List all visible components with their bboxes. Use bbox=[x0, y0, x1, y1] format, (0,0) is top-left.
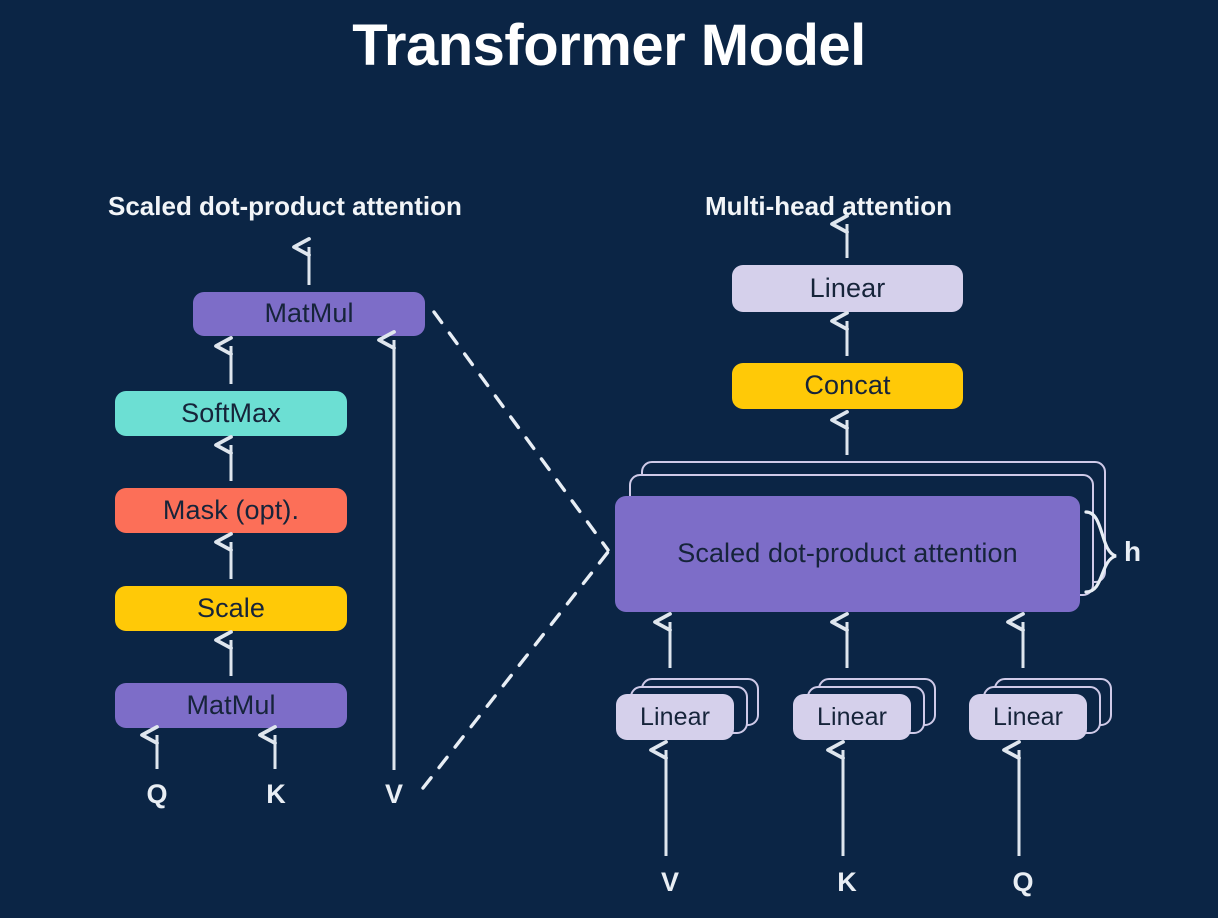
node-linear-q[interactable]: Linear bbox=[969, 694, 1087, 740]
input-label-v-left: V bbox=[384, 779, 403, 809]
node-matmul-top-left[interactable]: MatMul bbox=[193, 292, 425, 336]
node-matmul-bottom-left[interactable]: MatMul bbox=[115, 683, 347, 728]
heads-count-label: h bbox=[1124, 536, 1142, 567]
node-scaled-dot-product-attention[interactable]: Scaled dot-product attention bbox=[615, 496, 1080, 612]
input-label-q-left: Q bbox=[146, 779, 168, 809]
page-title: Transformer Model bbox=[352, 13, 866, 78]
input-label-v-right: V bbox=[660, 867, 679, 897]
dashed-connector-top bbox=[432, 310, 610, 552]
right-panel-caption: Multi-head attention bbox=[705, 191, 952, 221]
node-concat[interactable]: Concat bbox=[732, 363, 963, 409]
node-mask[interactable]: Mask (opt). bbox=[115, 488, 347, 533]
node-softmax[interactable]: SoftMax bbox=[115, 391, 347, 436]
left-panel-caption: Scaled dot-product attention bbox=[108, 191, 462, 221]
input-label-q-right: Q bbox=[1012, 867, 1034, 897]
input-label-k-right: K bbox=[837, 867, 857, 897]
node-linear-v[interactable]: Linear bbox=[616, 694, 734, 740]
node-linear-k[interactable]: Linear bbox=[793, 694, 911, 740]
dashed-connector-bottom bbox=[421, 550, 610, 790]
node-linear-output[interactable]: Linear bbox=[732, 265, 963, 312]
node-scale[interactable]: Scale bbox=[115, 586, 347, 631]
input-label-k-left: K bbox=[266, 779, 286, 809]
